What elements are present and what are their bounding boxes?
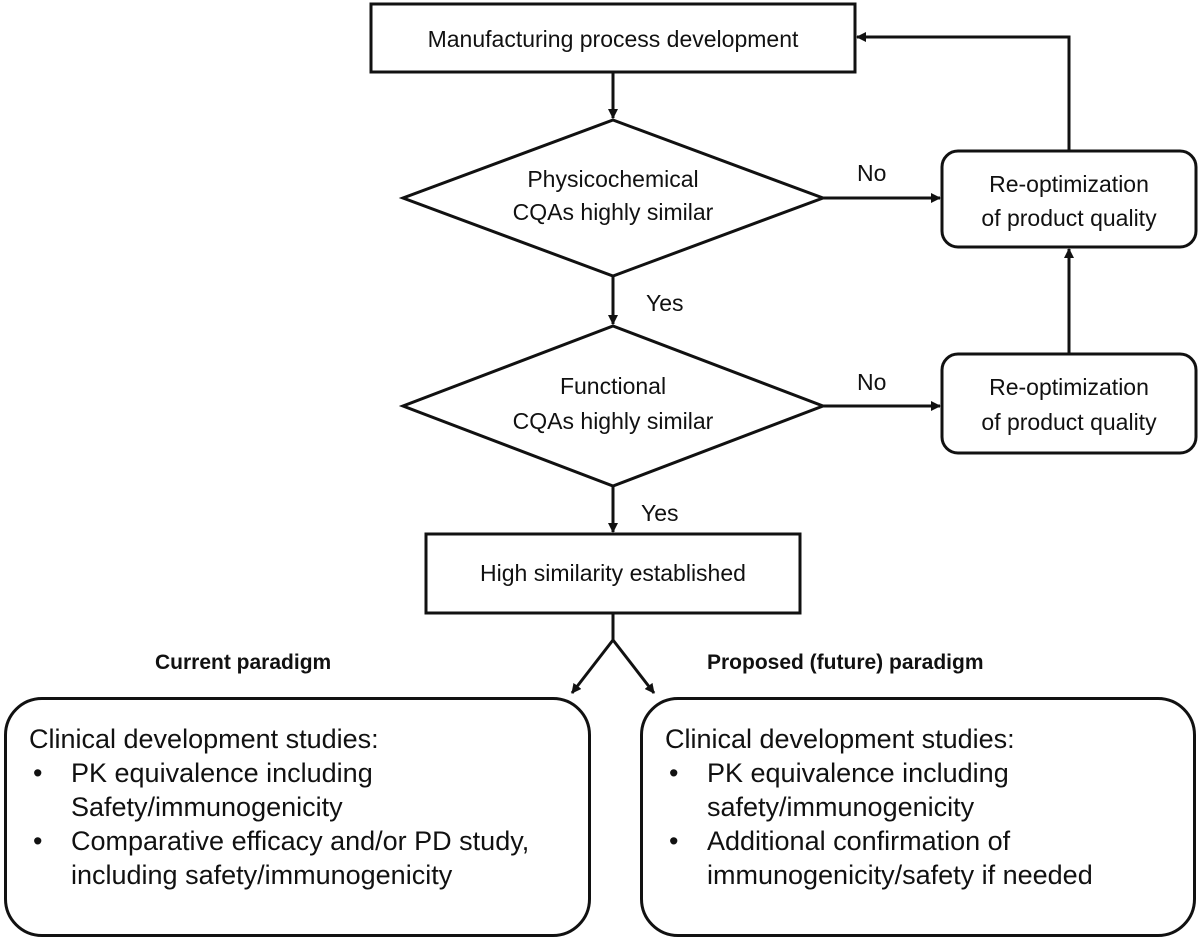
high-similarity-box — [424, 532, 802, 615]
physicochemical-diamond — [398, 118, 828, 278]
current-paradigm-title: Current paradigm — [155, 651, 331, 674]
manufacturing-node: Manufacturing process development — [369, 2, 857, 74]
reoptimization-bottom-line1: Re-optimization — [989, 374, 1149, 400]
functional-label-line2: CQAs highly similar — [513, 408, 714, 434]
bullet-icon: • — [33, 758, 43, 788]
functional-decision: Functional CQAs highly similar — [398, 324, 828, 488]
reoptimization-top-line2: of product quality — [981, 205, 1157, 231]
current-item-2-line2: including safety/immunogenicity — [71, 860, 453, 890]
high-similarity-node: High similarity established — [424, 532, 802, 615]
reoptimization-bottom-node: Re-optimization of product quality — [940, 352, 1198, 455]
arrow-to-current-paradigm — [570, 639, 615, 694]
arrow-reoptimization-to-manufacturing — [856, 32, 1071, 151]
proposed-item-2-line2: immunogenicity/safety if needed — [707, 860, 1093, 890]
reoptimization-top-line1: Re-optimization — [989, 171, 1149, 197]
current-item-2-line1: Comparative efficacy and/or PD study, — [71, 826, 530, 856]
edge-label-no-bottom: No — [857, 369, 886, 395]
proposed-item-2-line1: Additional confirmation of — [707, 826, 1011, 856]
edge-label-yes-top: Yes — [646, 290, 684, 316]
proposed-panel-heading: Clinical development studies: — [665, 724, 1015, 754]
edge-label-yes-bottom: Yes — [641, 500, 679, 526]
bullet-icon: • — [33, 826, 43, 856]
current-panel-heading: Clinical development studies: — [29, 724, 379, 754]
list-item: • Comparative efficacy and/or PD study, … — [29, 824, 578, 892]
bullet-icon: • — [669, 826, 679, 856]
functional-diamond — [398, 324, 828, 488]
manufacturing-label: Manufacturing process development — [428, 26, 799, 52]
current-paradigm-panel: Clinical development studies: • PK equiv… — [4, 697, 591, 937]
reoptimization-bottom-line2: of product quality — [981, 409, 1157, 435]
physicochemical-label-line2: CQAs highly similar — [513, 199, 714, 225]
manufacturing-box — [369, 2, 857, 74]
current-item-1-line2: Safety/immunogenicity — [71, 792, 343, 822]
physicochemical-decision: Physicochemical CQAs highly similar — [398, 118, 828, 278]
arrow-to-proposed-paradigm — [611, 639, 656, 694]
list-item: • PK equivalence including safety/immuno… — [665, 756, 1183, 824]
proposed-item-1-line1: PK equivalence including — [707, 758, 1009, 788]
current-item-1-line1: PK equivalence including — [71, 758, 373, 788]
reoptimization-top-box — [940, 149, 1198, 249]
list-item: • Additional confirmation of immunogenic… — [665, 824, 1183, 892]
proposed-item-1-line2: safety/immunogenicity — [707, 792, 975, 822]
high-similarity-label: High similarity established — [480, 560, 746, 586]
proposed-paradigm-title: Proposed (future) paradigm — [707, 651, 984, 674]
functional-label-line1: Functional — [560, 373, 666, 399]
list-item: • PK equivalence including Safety/immuno… — [29, 756, 578, 824]
bullet-icon: • — [669, 758, 679, 788]
proposed-studies-list: • PK equivalence including safety/immuno… — [665, 756, 1183, 892]
current-studies-list: • PK equivalence including Safety/immuno… — [29, 756, 578, 892]
proposed-paradigm-panel: Clinical development studies: • PK equiv… — [640, 697, 1196, 937]
physicochemical-label-line1: Physicochemical — [527, 166, 698, 192]
reoptimization-bottom-box — [940, 352, 1198, 455]
reoptimization-top-node: Re-optimization of product quality — [940, 149, 1198, 249]
edge-label-no-top: No — [857, 160, 886, 186]
